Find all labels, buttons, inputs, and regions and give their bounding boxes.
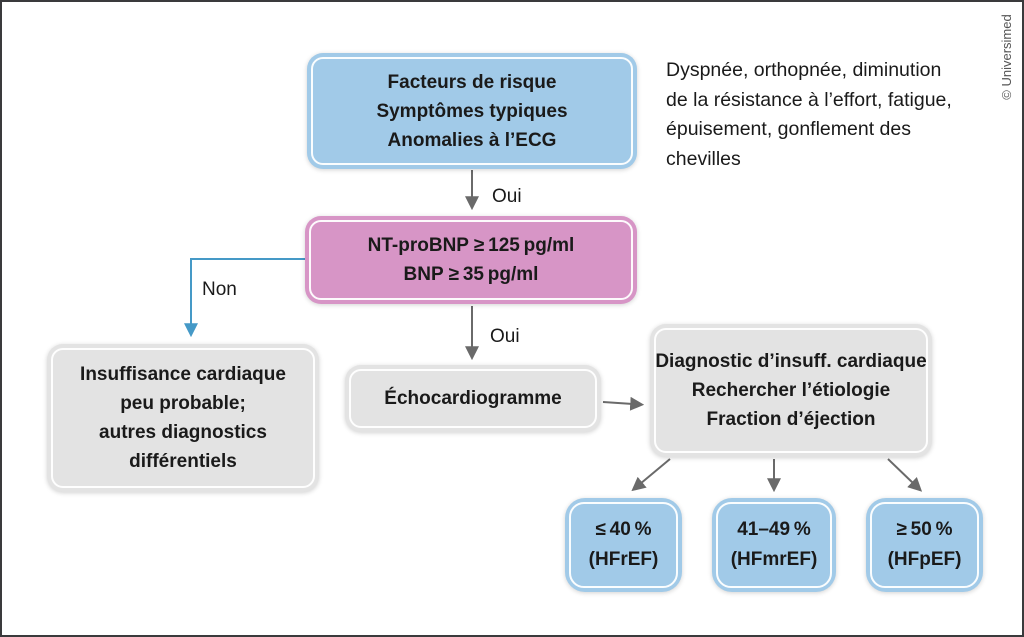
node-line: Anomalies à l’ECG [387,129,557,151]
node-diagnosis: Diagnostic d’insuff. cardiaque Recherche… [650,324,932,457]
node-line: ≤ 40 % [595,519,652,540]
note-line: de la résistance à l’effort, fatigue, [666,88,952,111]
node-line: Insuffisance cardiaque [80,364,286,385]
node-line: Symptômes typiques [376,100,568,122]
node-line: Échocardiogramme [384,388,562,409]
node-risk-factors: Facteurs de risque Symptômes typiques An… [307,53,637,169]
node-line: Diagnostic d’insuff. cardiaque [655,351,927,372]
node-line: Rechercher l’étiologie [691,380,891,401]
node-line: Fraction d’éjection [706,409,876,430]
edge-label-oui-top: Oui [492,186,522,207]
node-hfref: ≤ 40 % (HFrEF) [565,498,682,592]
node-line: différentiels [129,451,237,472]
node-bnp-threshold: NT-proBNP ≥ 125 pg/ml BNP ≥ 35 pg/ml [305,216,637,304]
node-line: BNP ≥ 35 pg/ml [403,264,539,285]
symptoms-note: Dyspnée, orthopnée, diminution de la rés… [666,56,966,174]
arrow-diagnosis-to-hfref [631,458,671,492]
edge-label-non: Non [202,279,237,300]
node-line: (HFmrEF) [730,549,818,570]
node-line: Facteurs de risque [387,71,557,93]
node-line: NT-proBNP ≥ 125 pg/ml [367,235,575,256]
arrow-bnp-non-branch [184,258,305,338]
node-line: (HFpEF) [887,549,962,570]
node-line: (HFrEF) [588,549,659,570]
node-line: peu probable; [120,393,246,414]
note-line: chevilles [666,147,741,170]
note-line: épuisement, gonflement des [666,118,911,140]
node-line: 41–49 % [737,519,811,540]
node-hf-unlikely: Insuffisance cardiaque peu probable; aut… [47,344,319,492]
node-hfpef: ≥ 50 % (HFpEF) [866,498,983,592]
arrow-diagnosis-to-hfpef [887,458,923,492]
edge-label-oui-mid: Oui [490,326,520,347]
note-line: Dyspnée, orthopnée, diminution [666,59,942,81]
node-echocardiogram: Échocardiogramme [345,365,601,432]
node-line: autres diagnostics [99,422,267,443]
node-line: ≥ 50 % [896,519,953,540]
arrow-echo-to-diagnosis [602,396,645,411]
node-hfmref: 41–49 % (HFmrEF) [712,498,836,592]
copyright-credit: © Universimed [999,14,1014,100]
